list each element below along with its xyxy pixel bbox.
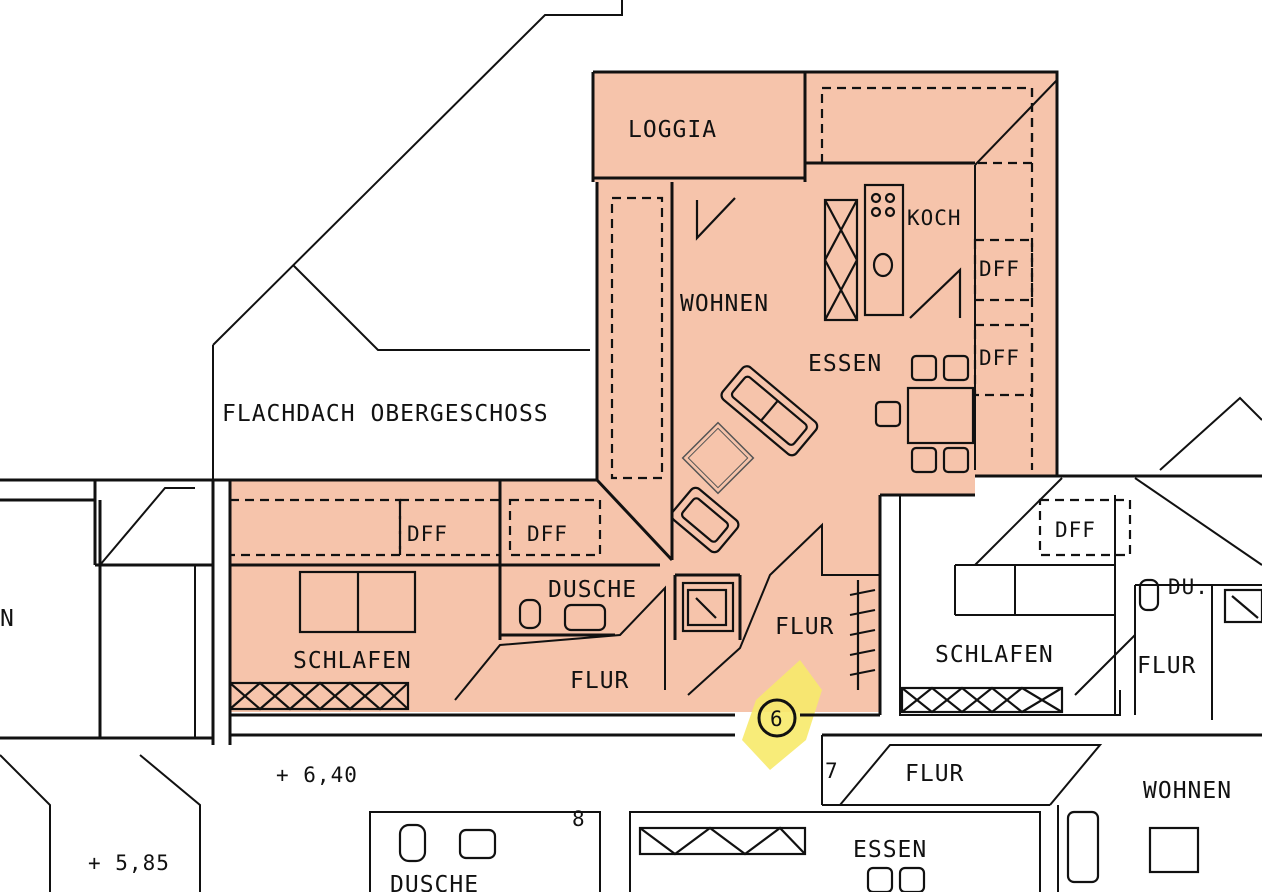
level-640: + 6,40 [276,763,358,787]
label-dusche: DUSCHE [548,577,637,603]
kitchen-fixtures [823,183,962,322]
label-du: DU. [1168,575,1209,599]
label-flur-bottom: FLUR [905,761,964,787]
label-essen-bottom: ESSEN [853,837,927,863]
label-loggia: LOGGIA [628,117,717,143]
unit-number-6: 6 [770,707,784,731]
room-labels: LOGGIA KOCH DFF DFF WOHNEN ESSEN FLACHDA… [0,117,1232,892]
unit-marker [757,698,797,738]
label-flachdach: FLACHDACH OBERGESCHOSS [222,401,549,427]
label-flur-entry: FLUR [775,614,834,640]
label-wohnen: WOHNEN [680,291,769,317]
roof-window-outlines [228,79,1132,557]
label-left-edge: N [0,606,15,632]
label-dff-kitchen-2: DFF [979,346,1020,370]
label-koch: KOCH [907,206,962,230]
living-furniture [670,197,975,554]
label-flur-lower: FLUR [570,668,629,694]
level-585: + 5,85 [88,851,170,875]
label-dff-bedroom-1: DFF [407,522,448,546]
label-schlafen: SCHLAFEN [293,648,412,674]
label-wohnen-right: WOHNEN [1143,778,1232,804]
bedroom-bath-fixtures [228,570,1262,892]
label-schlafen-right: SCHLAFEN [935,642,1054,668]
unit-number-7: 7 [825,759,839,783]
label-dff-kitchen-1: DFF [979,257,1020,281]
label-dusche-bottom: DUSCHE [390,872,479,892]
label-flur-right: FLUR [1137,653,1196,679]
marker-highlight [742,660,822,770]
label-essen: ESSEN [808,351,882,377]
level-labels: + 6,40 + 5,85 6 7 8 [88,707,839,875]
label-dff-bedroom-2: DFF [527,522,568,546]
label-dff-right: DFF [1055,518,1096,542]
unit-number-8: 8 [572,807,586,831]
apartment-highlight [230,72,1057,712]
